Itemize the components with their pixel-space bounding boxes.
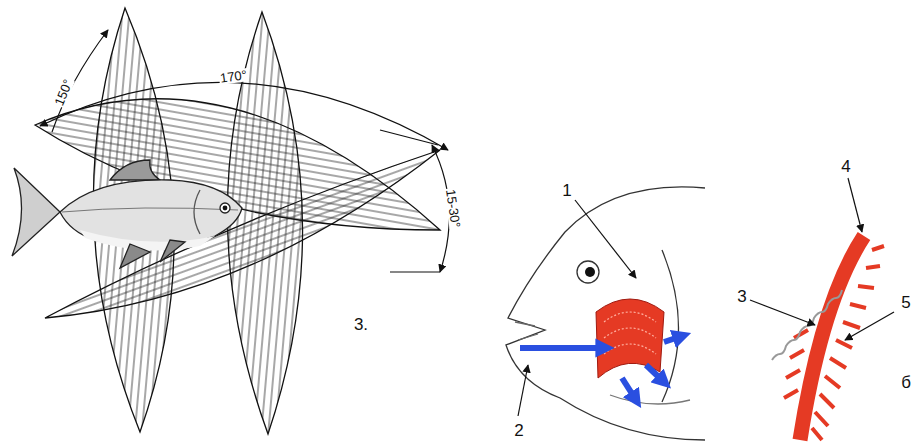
angle-label: 150°: [52, 76, 75, 108]
leader-line: [518, 178, 894, 416]
gills: [596, 299, 664, 378]
callout-number: 4: [840, 158, 851, 175]
angle-label: 15-30°: [444, 187, 463, 229]
angle-label: 170°: [218, 68, 248, 85]
callout-number: 3: [736, 288, 747, 305]
fish-head: [506, 187, 705, 440]
callout-number: 2: [513, 422, 524, 439]
callout-number: 5: [900, 294, 911, 311]
water-flow-arrow: [520, 336, 682, 400]
fish-body: [12, 160, 242, 268]
figure-letter: б: [900, 374, 912, 391]
figure-letter: 3.: [353, 316, 369, 333]
callout-number: 1: [561, 182, 572, 199]
visual-field: [35, 8, 440, 434]
gill-filament: [772, 236, 884, 440]
angle-arc: [40, 30, 449, 272]
